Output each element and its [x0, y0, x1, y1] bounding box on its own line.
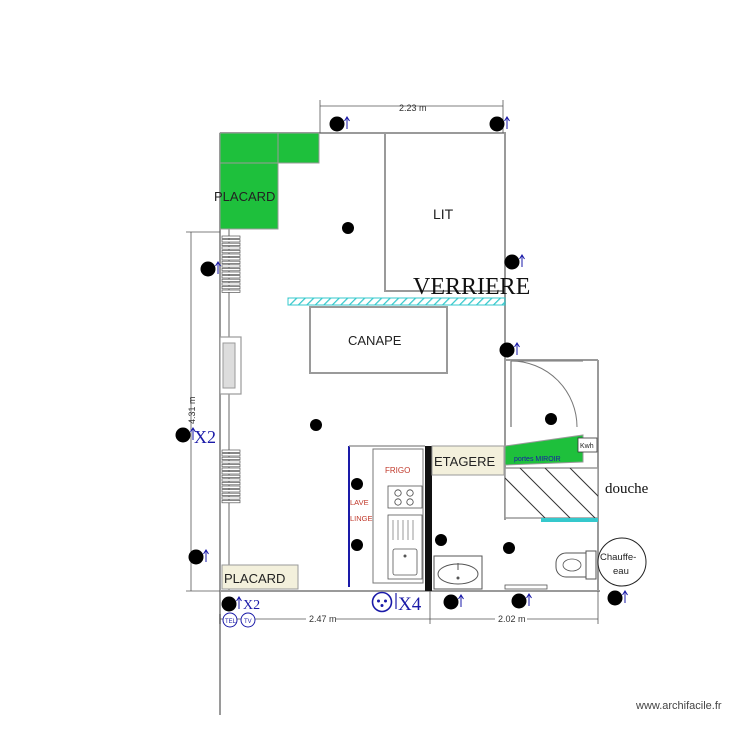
portes-miroir-label: portes MIROIR [514, 456, 561, 463]
outlet-icon[interactable] [443, 594, 464, 610]
bathroom-door[interactable] [510, 360, 583, 428]
douche-label: douche [605, 481, 649, 497]
dimension-bottom-left-label: 2.47 m [309, 614, 337, 624]
outlet-icon[interactable] [188, 549, 209, 565]
light-fixture-icon [503, 542, 515, 554]
partition-wall [425, 446, 432, 591]
bath-radiator [504, 584, 548, 590]
outlet-icon[interactable] [221, 596, 242, 612]
window-left [219, 336, 242, 395]
outlet-icon[interactable] [607, 590, 628, 606]
outlet-icon[interactable] [499, 342, 520, 358]
x2-bottom-label: X2 [243, 598, 260, 613]
tel-label: TEL [225, 619, 237, 625]
radiator-icon [221, 449, 241, 504]
radiator-icon [221, 235, 241, 293]
x4-bottom-label: X4 [398, 594, 422, 615]
bed-label: LIT [433, 206, 454, 222]
tv-jack-icon[interactable] [240, 612, 256, 628]
outlet-icon-large[interactable] [371, 591, 397, 613]
outlet-icon[interactable] [489, 116, 510, 132]
outlet-icon[interactable] [511, 593, 532, 609]
chauffe-eau-label-1: Chauffe- [600, 552, 636, 563]
dimension-bottom-right-label: 2.02 m [498, 614, 526, 624]
chauffe-eau-label-2: eau [613, 566, 629, 577]
lave-label-1: LAVE [350, 498, 369, 507]
verriere-glass-wall [287, 297, 506, 306]
placard-bottom-label: PLACARD [224, 571, 285, 586]
dimension-left-label: 4.31 m [187, 396, 197, 424]
outlet-icon[interactable] [504, 254, 525, 270]
sofa[interactable] [309, 306, 448, 374]
shower[interactable] [504, 467, 620, 522]
placard-top-label: PLACARD [214, 189, 275, 204]
sofa-label: CANAPE [348, 333, 402, 348]
lave-label-2: LINGE [350, 514, 373, 523]
x2-left-label: X2 [194, 427, 216, 447]
watermark: www.archifacile.fr [635, 700, 722, 712]
light-fixture-icon [342, 222, 354, 234]
cooktop-icon [387, 485, 423, 509]
placard-top-blocks[interactable] [219, 132, 320, 230]
verriere-label: VERRIERE [413, 274, 530, 300]
outlet-icon[interactable] [200, 261, 221, 277]
placard-bottom[interactable] [221, 564, 299, 590]
mirror-door-cabinet[interactable] [504, 434, 584, 466]
frigo-label: FRIGO [385, 466, 410, 475]
outlet-icon[interactable] [175, 427, 196, 443]
bathroom-sink[interactable] [433, 555, 483, 590]
light-fixture-icon [351, 539, 363, 551]
bed[interactable] [384, 132, 506, 292]
etagere-label: ETAGERE [434, 454, 495, 469]
toilet[interactable] [555, 550, 597, 580]
electric-meter [577, 437, 598, 453]
kitchen-sink-icon [387, 514, 423, 580]
outlet-icon[interactable] [329, 116, 350, 132]
tv-label: TV [244, 619, 252, 625]
light-fixture-icon [545, 413, 557, 425]
tel-jack-icon[interactable] [222, 612, 238, 628]
water-heater[interactable] [597, 537, 647, 587]
light-fixture-icon [435, 534, 447, 546]
dimension-top-label: 2.23 m [399, 103, 427, 113]
dimension-left [186, 231, 220, 592]
kwh-label: Kwh [580, 443, 594, 450]
light-fixture-icon [310, 419, 322, 431]
light-fixture-icon [351, 478, 363, 490]
dimension-bottom [219, 591, 599, 624]
etagere-shelf[interactable] [431, 445, 505, 476]
